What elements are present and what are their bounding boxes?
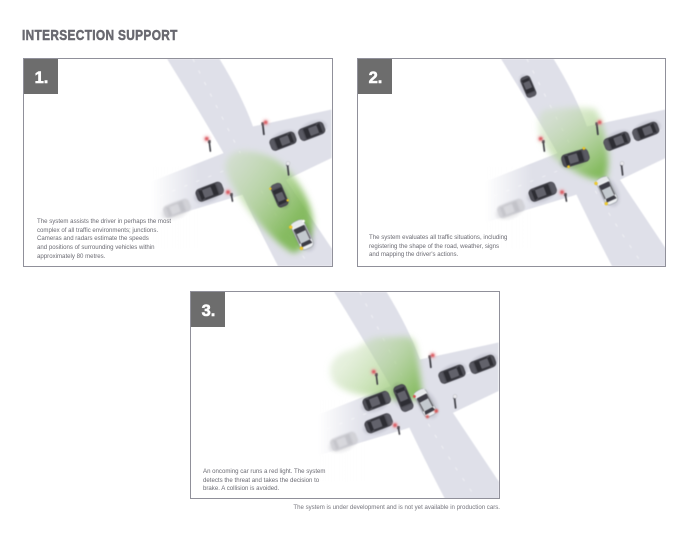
svg-text:2.: 2. (369, 69, 383, 87)
svg-text:INTERSECTION SUPPORT: INTERSECTION SUPPORT (22, 27, 178, 43)
svg-text:3.: 3. (202, 302, 216, 320)
svg-text:1.: 1. (35, 69, 49, 87)
